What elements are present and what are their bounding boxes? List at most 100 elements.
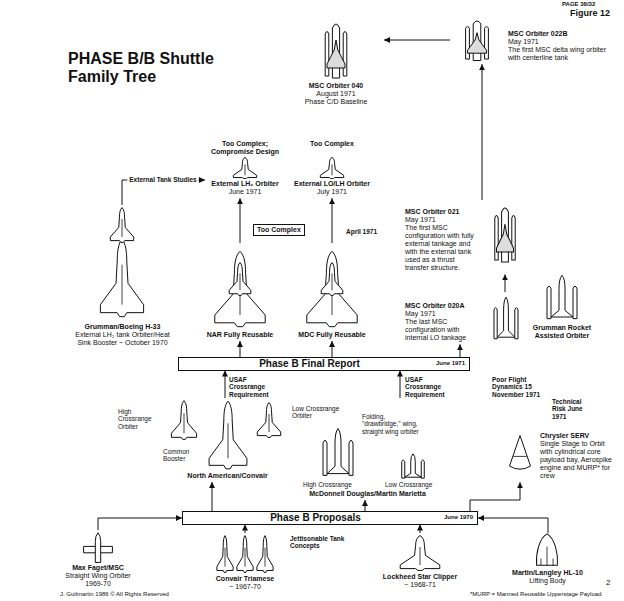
shuttle-drawing xyxy=(494,297,518,339)
node-text: External LH₂ tank Orbiter/Heat Sink Boos… xyxy=(70,331,175,347)
vehicle-node: Grumman Rocket Assisted Orbiter xyxy=(530,268,594,342)
tree-connector xyxy=(505,274,506,292)
node-title: Too Complex xyxy=(292,140,372,148)
orbiter-drawing xyxy=(233,157,256,178)
node-text: External LH₂ Orbiter xyxy=(205,180,285,188)
page-number: PAGE 38/32 xyxy=(562,1,595,8)
orbiter-drawing xyxy=(320,157,343,178)
tree-connector xyxy=(478,518,548,533)
node-text: External LO/LH Orbiter xyxy=(292,180,372,188)
tree-connector xyxy=(400,371,401,399)
orbiter-drawing xyxy=(400,536,440,571)
vehicle-node: MSC Orbiter 040August 1971Phase C/D Base… xyxy=(288,18,384,108)
node-title: Chrysler SERV xyxy=(540,432,612,440)
diagram-title: PHASE B/B Shuttle Family Tree xyxy=(68,50,218,86)
vehicle-node: MDC Fully Reusable xyxy=(295,243,369,341)
decision-label: USAF Crossrange Requirement xyxy=(405,376,457,398)
node-title: MSC Orbiter 040 xyxy=(288,82,384,90)
orbiter-drawing xyxy=(171,401,196,440)
decision-label: Technical Risk June 1971 xyxy=(552,398,597,420)
phase-band: Phase B ProposalsJune 1970 xyxy=(182,511,478,525)
date-label: April 1971 xyxy=(346,228,377,235)
tree-connector xyxy=(240,198,241,243)
vehicle-node: North American/Convair xyxy=(165,398,290,482)
node-title: MSC Orbiter 021 xyxy=(405,208,480,216)
node-title: Convair Triamese xyxy=(205,575,285,583)
vehicle-node: Grumman/Boeing H-33External LH₂ tank Orb… xyxy=(70,205,175,349)
tree-connector xyxy=(98,518,182,530)
orbiter-drawing xyxy=(257,403,280,438)
vehicle-node: MSC Orbiter 020AMay 1971The last MSC con… xyxy=(405,292,530,344)
callout-label: Low Crossrange Orbiter xyxy=(292,405,344,420)
node-title: NAR Fully Reusable xyxy=(203,331,277,339)
node-title: MDC Fully Reusable xyxy=(295,331,369,339)
node-text: August 1971 xyxy=(288,90,384,98)
node-title: Max Faget/MSC xyxy=(55,564,141,572)
tree-connector xyxy=(332,198,333,243)
copyright-note: J. Guilmartin 1986 © All Rights Reserved xyxy=(60,591,260,598)
node-title: Phase B Proposals xyxy=(187,512,444,524)
phase-band: Phase B Final ReportJune 1971 xyxy=(178,357,470,371)
orbiter-drawing xyxy=(321,263,343,296)
node-title: MSC Orbiter 020A xyxy=(405,302,480,310)
booster-drawing xyxy=(100,239,143,316)
node-title: Too Complex; Compromise Design xyxy=(205,140,285,156)
vehicle-node: Martin/Langley HL-10Lifting Body xyxy=(500,533,595,587)
group-label: Jettisonable Tank Concepts xyxy=(290,535,360,550)
node-title: North American/Convair xyxy=(165,472,290,480)
node-text: Phase C/D Baseline xyxy=(288,98,384,106)
serv-drawing xyxy=(510,436,531,470)
tree-connector xyxy=(332,341,333,357)
figure-number: Figure 12 xyxy=(570,8,610,18)
edge-label: External Tank Studies xyxy=(127,176,198,183)
vehicle-node: Max Faget/MSCStraight Wing Orbiter1969-7… xyxy=(55,530,141,590)
callout-label: High Crossrange Orbiter xyxy=(118,408,166,430)
decision-label: USAF Crossrange Requirement xyxy=(229,376,284,398)
vehicle-node: Too Complex; Compromise DesignExternal L… xyxy=(205,138,285,198)
tree-connector xyxy=(470,482,520,511)
vehicle-node: NAR Fully Reusable xyxy=(203,243,277,341)
shuttle-drawing xyxy=(495,208,515,262)
status-box: Too Complex xyxy=(253,224,305,236)
vehicle-node: Chrysler SERVSingle Stage to Orbit with … xyxy=(500,430,612,482)
node-text: ~ 1968-71 xyxy=(370,581,470,589)
node-text: June 1970 xyxy=(444,514,473,521)
tree-connector xyxy=(482,64,483,200)
node-title: Grumman Rocket Assisted Orbiter xyxy=(530,324,594,340)
tree-connector xyxy=(122,180,205,205)
tree-connector xyxy=(245,525,246,534)
node-text: July 1971 xyxy=(292,188,372,196)
node-text: Single Stage to Orbit with cylindrical c… xyxy=(540,440,612,480)
vehicle-node: Lockheed Star Clipper~ 1968-71 xyxy=(370,533,470,591)
orbiter-drawing xyxy=(237,536,253,573)
callout-label: High Crossrange xyxy=(303,481,373,488)
node-text: The first MSC delta wing orbiter with ce… xyxy=(508,46,615,62)
node-text: The first MSC configuration with fully e… xyxy=(405,224,480,272)
orbiter-drawing xyxy=(110,208,133,243)
orbiter-drawing xyxy=(257,536,273,573)
vehicle-node: MSC Orbiter 022BMay 1971The first MSC de… xyxy=(450,18,615,64)
shuttle-drawing xyxy=(325,24,347,78)
node-title: Too Complex xyxy=(257,226,301,234)
node-text: ~ 1967-70 xyxy=(205,583,285,591)
shuttle-drawing xyxy=(466,21,489,61)
decision-label: Poor Flight Dynamics 15 November 1971 xyxy=(492,376,547,398)
node-title: Grumman/Boeing H-33 xyxy=(70,323,175,331)
callout-label: Folding, "drawbridge," wing, straight wi… xyxy=(362,413,420,435)
callout-label: Low Crossrange xyxy=(385,481,455,488)
booster-drawing xyxy=(307,251,357,326)
node-text: May 1971 xyxy=(405,310,480,318)
booster-drawing xyxy=(209,401,247,469)
page-mark: 2 xyxy=(606,578,610,587)
node-title: Martin/Langley HL-10 xyxy=(500,569,595,577)
tree-connector xyxy=(240,341,241,357)
shuttle-drawing xyxy=(547,275,577,318)
vehicle-node: MSC Orbiter 021May 1971The first MSC con… xyxy=(405,200,530,274)
tree-connector xyxy=(212,482,213,511)
node-title: Phase B Final Report xyxy=(183,358,436,370)
node-text: June 1971 xyxy=(205,188,285,196)
tree-connector xyxy=(225,371,226,399)
orbiter-drawing xyxy=(84,533,113,563)
node-text: Lifting Body xyxy=(500,577,595,585)
